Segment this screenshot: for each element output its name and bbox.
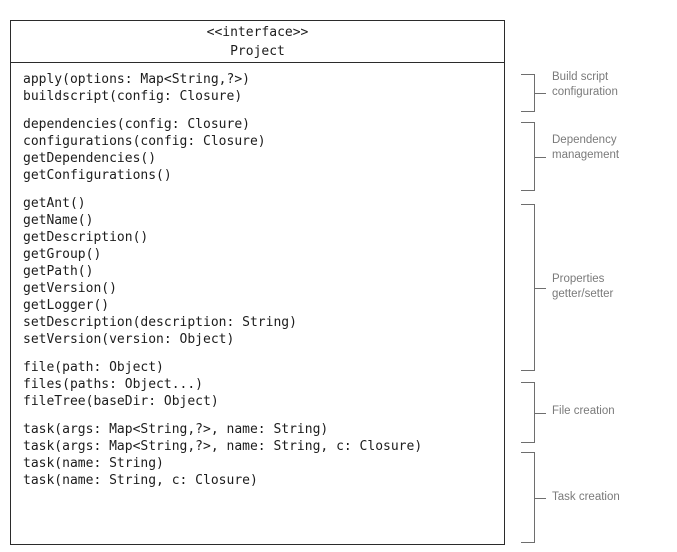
uml-member: getPath() bbox=[23, 264, 94, 279]
annotation-bracket-stub bbox=[535, 93, 546, 94]
uml-member: getVersion() bbox=[23, 281, 117, 296]
annotation-bracket bbox=[521, 74, 535, 112]
uml-class-box: <<interface>> Project apply(options: Map… bbox=[10, 20, 505, 545]
annotation-bracket bbox=[521, 204, 535, 371]
uml-stereotype: <<interface>> bbox=[206, 25, 309, 40]
uml-member: task(name: String) bbox=[23, 456, 164, 471]
uml-member: getConfigurations() bbox=[23, 168, 172, 183]
uml-member-list: apply(options: Map<String,?>) buildscript… bbox=[11, 63, 504, 489]
uml-member-group-task-creation: task(args: Map<String,?>, name: String) t… bbox=[11, 421, 504, 489]
annotation-label: Build script configuration bbox=[552, 71, 618, 98]
uml-member-group-dependency-management: dependencies(config: Closure) configurati… bbox=[11, 116, 504, 184]
annotation-bracket-stub bbox=[535, 412, 546, 414]
annotation-label: Dependency management bbox=[552, 134, 620, 161]
uml-member-group-properties-getter-setter: getAnt() getName() getDescription() getGrou… bbox=[11, 195, 504, 348]
annotation-label: Task creation bbox=[552, 491, 620, 503]
uml-member: task(args: Map<String,?>, name: String, … bbox=[23, 439, 423, 454]
annotation-bracket-stub bbox=[535, 156, 546, 158]
annotation-bracket-stub bbox=[535, 287, 546, 289]
uml-member-group-build-script-configuration: apply(options: Map<String,?>) buildscript… bbox=[11, 71, 504, 105]
uml-member: apply(options: Map<String,?>) bbox=[23, 72, 250, 87]
uml-member: file(path: Object) bbox=[23, 360, 164, 375]
uml-member: setVersion(version: Object) bbox=[23, 332, 235, 347]
uml-member: setDescription(description: String) bbox=[23, 315, 297, 330]
uml-member: task(args: Map<String,?>, name: String) bbox=[23, 422, 329, 437]
uml-member: getDependencies() bbox=[23, 151, 157, 166]
uml-member: getLogger() bbox=[23, 298, 110, 313]
annotation-bracket bbox=[521, 382, 535, 443]
uml-member: getGroup() bbox=[23, 247, 102, 262]
uml-member: buildscript(config: Closure) bbox=[23, 89, 243, 104]
uml-class-name: Project bbox=[230, 44, 285, 59]
uml-member: getDescription() bbox=[23, 230, 149, 245]
uml-member: getAnt() bbox=[23, 196, 86, 211]
uml-member: getName() bbox=[23, 213, 94, 228]
uml-member: files(paths: Object...) bbox=[23, 377, 204, 392]
uml-class-header: <<interface>> Project bbox=[11, 21, 504, 63]
annotation-bracket-stub bbox=[535, 497, 546, 499]
annotation-bracket bbox=[521, 122, 535, 191]
annotation-label: Properties getter/setter bbox=[552, 273, 614, 300]
uml-member-group-file-creation: file(path: Object) files(paths: Object...… bbox=[11, 359, 504, 410]
uml-member: configurations(config: Closure) bbox=[23, 134, 266, 149]
uml-member: fileTree(baseDir: Object) bbox=[23, 394, 219, 409]
annotation-bracket bbox=[521, 452, 535, 543]
uml-member: task(name: String, c: Closure) bbox=[23, 473, 258, 488]
annotation-label: File creation bbox=[552, 405, 615, 417]
uml-member: dependencies(config: Closure) bbox=[23, 117, 250, 132]
